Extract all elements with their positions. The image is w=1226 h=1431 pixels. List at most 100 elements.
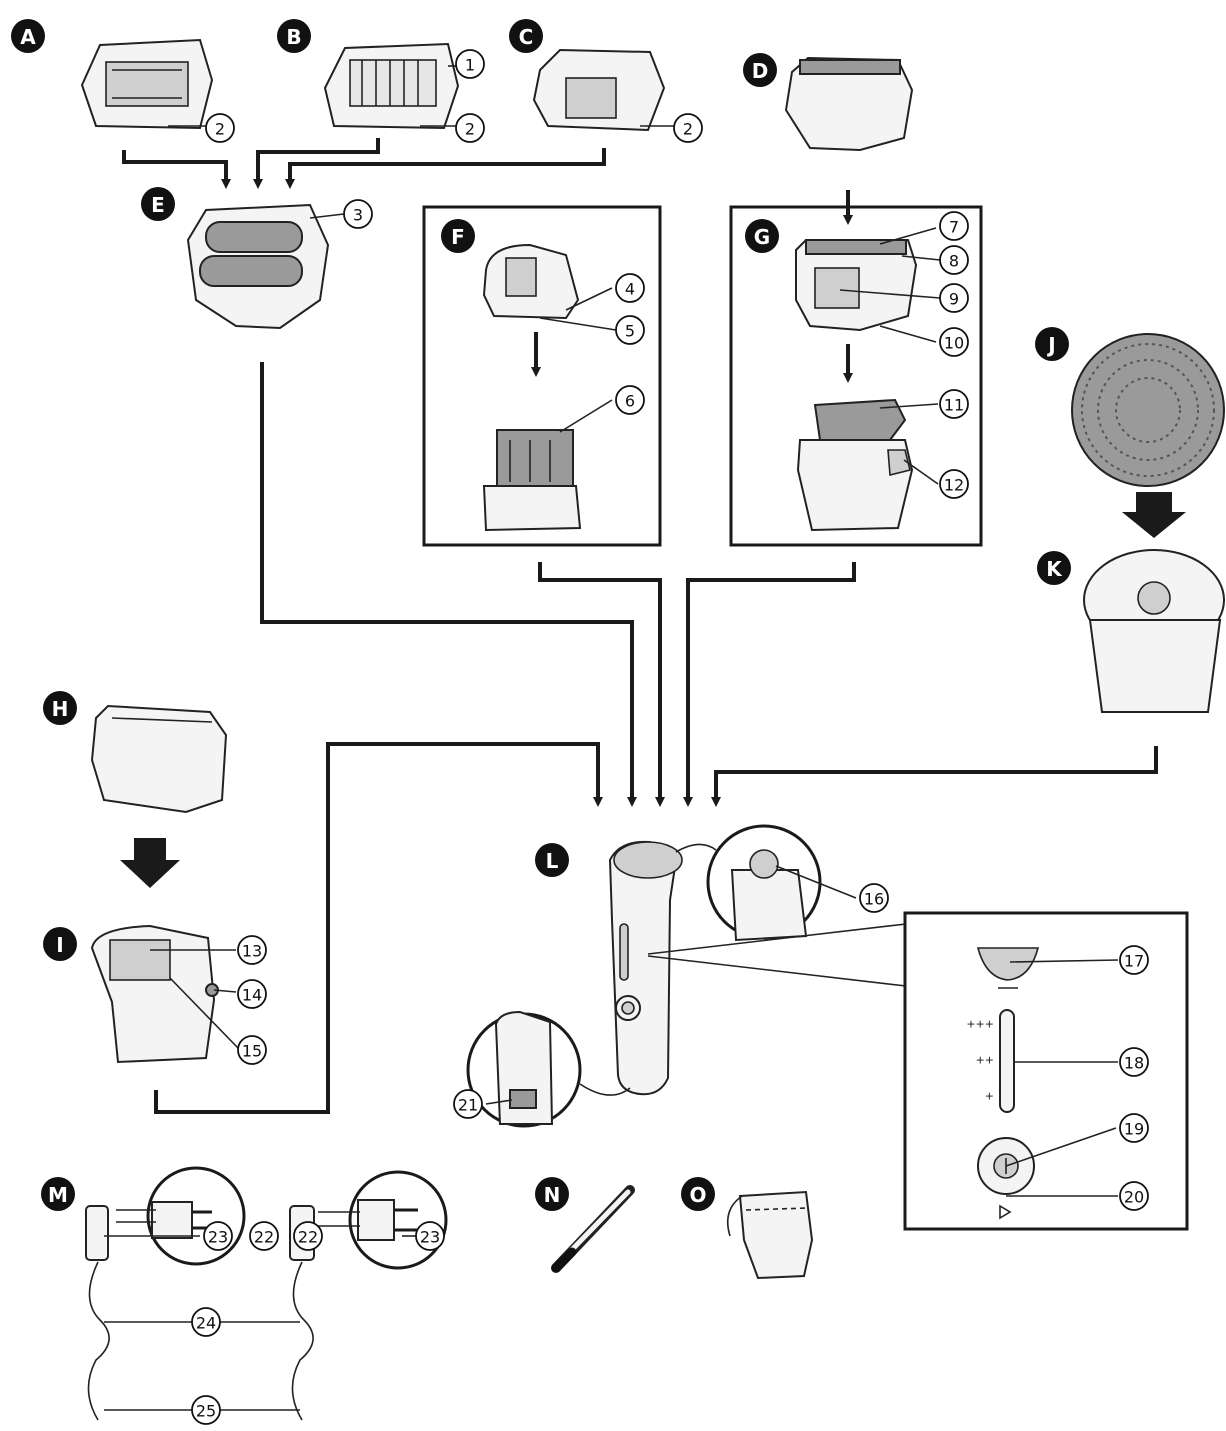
callout-14: 14 [237,979,267,1009]
callout-2: 2 [205,113,235,143]
callout-number: 7 [949,218,959,237]
detail-19-20-switch [977,1137,1035,1220]
callout-number: 23 [208,1228,228,1247]
letter-label: K [1046,557,1063,581]
callout-number: 2 [215,120,225,139]
letter-label: O [689,1183,706,1207]
arrow-j-k [1122,492,1186,538]
arrows [120,138,1186,1114]
callout-number: 21 [458,1096,478,1115]
part-h-cap [90,704,228,814]
letter-badge-n: N [535,1177,569,1211]
callout-24: 24 [191,1307,221,1337]
callout-number: 25 [196,1402,216,1421]
speed-mark-low: + [985,1090,994,1103]
detail-17-lamp [976,947,1040,989]
callout-number: 1 [465,56,475,75]
callout-15: 15 [237,1035,267,1065]
letter-label: N [544,1183,561,1207]
callout-number: 2 [683,120,693,139]
callout-number: 4 [625,280,635,299]
callout-23: 23 [415,1221,445,1251]
callout-7: 7 [939,211,969,241]
callout-4: 4 [615,273,645,303]
letter-badge-b: B [277,19,311,53]
callout-number: 10 [944,334,964,353]
part-l-main-body [608,840,683,1096]
letter-badge-f: F [441,219,475,253]
callout-number: 5 [625,322,635,341]
callout-number: 16 [864,890,884,909]
callout-2: 2 [455,113,485,143]
callout-number: 19 [1124,1120,1144,1139]
callout-25: 25 [191,1395,221,1425]
callout-number: 11 [944,396,964,415]
letter-label: B [286,25,301,49]
callout-12: 12 [939,469,969,499]
part-j-brush [1071,333,1225,487]
part-c-cap [532,48,666,132]
letter-badge-j: J [1035,327,1069,361]
letter-badge-d: D [743,53,777,87]
letter-badges: A B C D E F G H I J K L M N O [11,19,1071,1211]
callout-21: 21 [453,1089,483,1119]
callout-22: 22 [293,1221,323,1251]
callout-number: 9 [949,290,959,309]
letter-label: G [754,225,770,249]
callout-number: 13 [242,942,262,961]
letter-label: E [151,193,165,217]
callout-number: 6 [625,392,635,411]
letter-badge-o: O [681,1177,715,1211]
callout-5: 5 [615,315,645,345]
callout-number: 22 [298,1228,318,1247]
letter-badge-i: I [43,927,77,961]
callout-13: 13 [237,935,267,965]
callout-17: 17 [1119,945,1149,975]
letter-label: C [519,25,534,49]
callout-number: 23 [420,1228,440,1247]
callout-number: 8 [949,252,959,271]
arrow-h-i [120,838,180,888]
callout-number: 3 [353,206,363,225]
callout-number: 14 [242,986,262,1005]
callout-6: 6 [615,385,645,415]
part-l-detail-16 [675,824,822,942]
letter-badge-a: A [11,19,45,53]
letter-label: L [546,849,559,873]
callout-1: 1 [455,49,485,79]
letter-badge-l: L [535,843,569,877]
letter-badge-h: H [43,691,77,725]
part-b-cap [323,42,460,130]
part-d-epilator-head [186,203,330,330]
callout-number: 24 [196,1314,216,1333]
callout-number: 17 [1124,952,1144,971]
callout-23: 23 [203,1221,233,1251]
letter-label: D [752,59,769,83]
letter-label: F [451,225,465,249]
box-l-detail [903,911,1189,1231]
part-m-charger [85,1166,448,1421]
part-g-base [796,398,914,532]
box-e [422,205,662,547]
callout-18: 18 [1119,1047,1149,1077]
box-g [729,205,983,547]
letter-badge-e: E [141,187,175,221]
letter-label: H [52,697,69,721]
callout-9: 9 [939,283,969,313]
part-k-brush-base [1083,549,1225,713]
letter-badge-g: G [745,219,779,253]
letter-label: M [48,1183,68,1207]
letter-label: J [1046,333,1055,357]
part-a-cap [80,38,214,130]
callout-number: 22 [254,1228,274,1247]
callout-11: 11 [939,389,969,419]
letter-label: I [56,933,63,957]
detail-18-slider: +++ ++ + [966,1009,1015,1113]
part-n-cleaning-brush [551,1185,635,1273]
callout-number: 15 [242,1042,262,1061]
callout-number: 12 [944,476,964,495]
callout-2: 2 [673,113,703,143]
callout-20: 20 [1119,1181,1149,1211]
